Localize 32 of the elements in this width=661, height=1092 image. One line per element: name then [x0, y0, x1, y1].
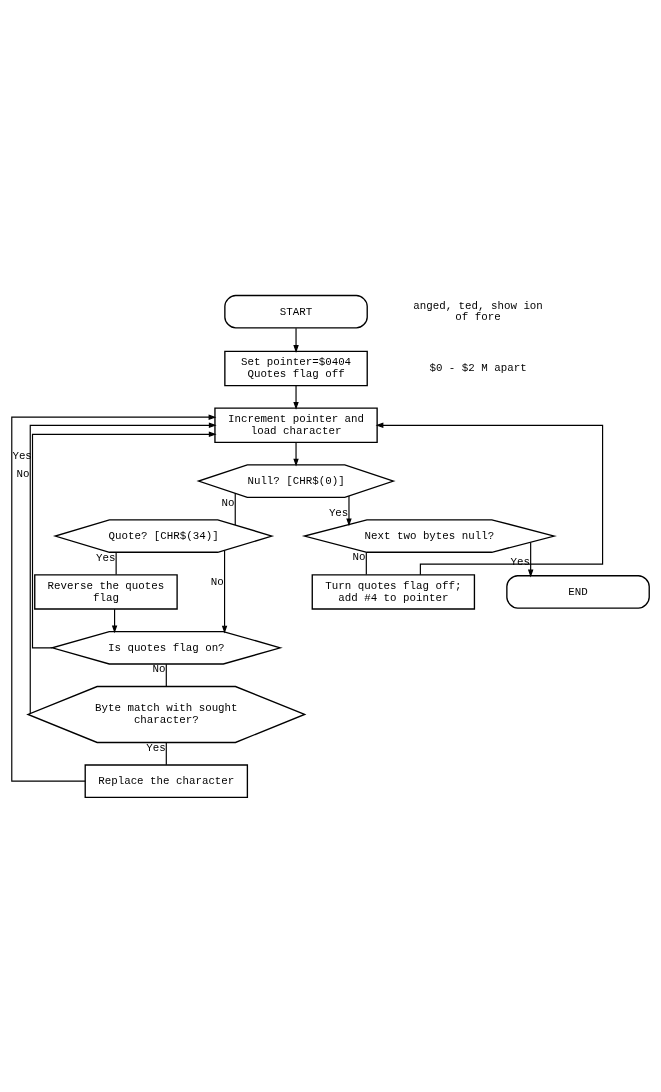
node-box: Replace the character [84, 764, 249, 799]
arrow [375, 422, 604, 576]
edge-label: Yes [146, 741, 166, 754]
edge-label: No [152, 663, 166, 676]
edge-label: No [221, 497, 235, 510]
connector [234, 492, 236, 526]
label: anged, ted, show ion of fore [413, 299, 543, 324]
arrow [31, 431, 217, 649]
edge-label: No [352, 551, 366, 564]
node-box: Turn quotes flag off; add #4 to pointer [311, 574, 476, 610]
node-box: Set pointer=$0404 Quotes flag off [224, 350, 368, 387]
node-box: Increment pointer and load character [214, 407, 378, 444]
edge-label: No [210, 576, 224, 589]
connector [115, 551, 117, 576]
arrow [29, 422, 217, 714]
connector [165, 742, 167, 766]
edge-label: No [16, 467, 30, 480]
arrow [527, 541, 534, 578]
arrow [11, 414, 217, 782]
connector [365, 551, 367, 576]
connector [165, 663, 167, 688]
node-box: Reverse the quotes flag [34, 574, 178, 610]
arrow [346, 495, 352, 527]
label: $0 - $2 M apart [429, 362, 527, 375]
edge-label: Yes [96, 551, 116, 564]
arrow [293, 442, 299, 467]
arrow [221, 549, 228, 634]
arrow [293, 327, 299, 353]
node-box: END [506, 575, 650, 609]
arrow [293, 385, 299, 410]
edge-label: Yes [328, 507, 349, 520]
node-box: START [224, 294, 368, 329]
